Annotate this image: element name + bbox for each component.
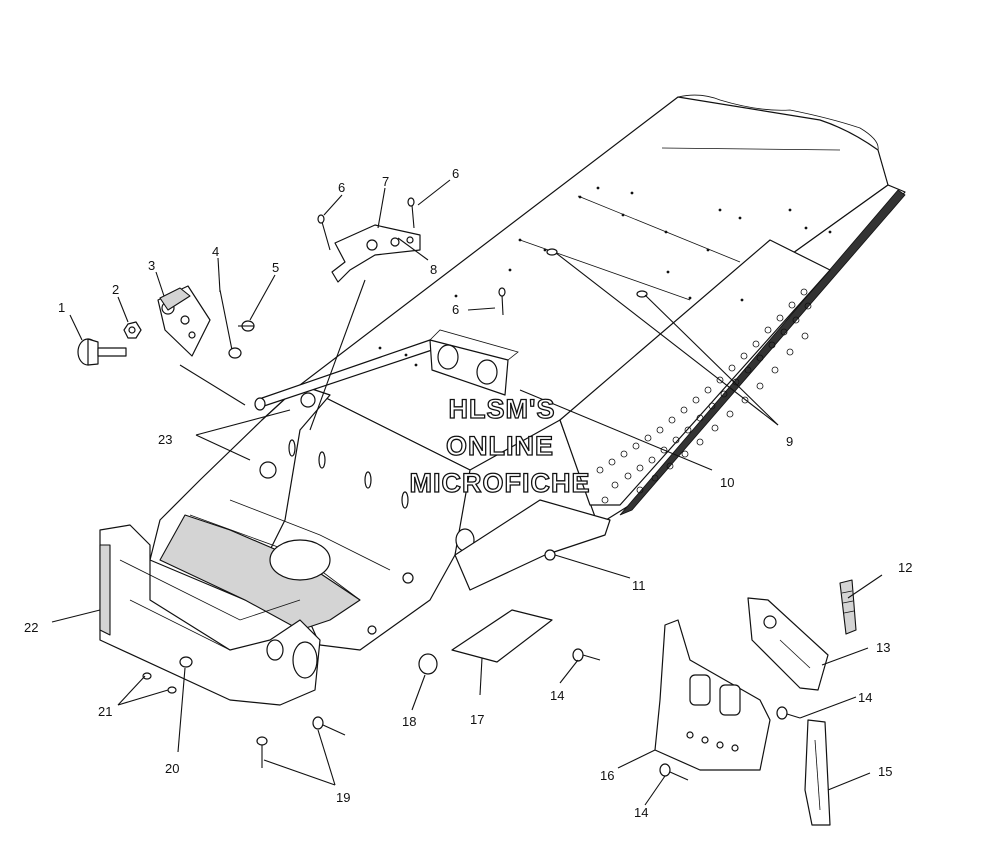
part-1-bolt <box>77 338 127 366</box>
callout-8: 8 <box>430 262 437 277</box>
callout-6-right: 6 <box>452 166 459 181</box>
callout-11: 11 <box>632 578 646 593</box>
part-13-cover <box>747 597 829 691</box>
part-20-clip <box>179 656 193 668</box>
watermark: HLSM'S ONLINE MICROFICHE <box>409 393 591 498</box>
part-4-screw <box>219 289 242 359</box>
part-14-bolt-a <box>572 648 601 662</box>
part-7-bracket <box>331 224 421 283</box>
callout-23: 23 <box>158 432 172 447</box>
callout-6-left: 6 <box>338 180 345 195</box>
callout-5: 5 <box>272 260 279 275</box>
callout-22: 22 <box>24 620 38 635</box>
callout-19: 19 <box>336 790 350 805</box>
watermark-line-1: HLSM'S <box>449 394 556 424</box>
callout-1: 1 <box>58 300 65 315</box>
callout-17: 17 <box>470 712 484 727</box>
callout-14-b: 14 <box>858 690 872 705</box>
leader-lines <box>51 179 883 806</box>
callout-15: 15 <box>878 764 892 779</box>
part-6-pin-right <box>407 197 415 229</box>
callout-13: 13 <box>876 640 890 655</box>
callout-6-middle: 6 <box>452 302 459 317</box>
callout-12: 12 <box>898 560 912 575</box>
part-21-plugs <box>142 672 177 694</box>
part-17-plate <box>451 609 553 663</box>
part-15-bracket <box>804 719 831 826</box>
callout-21: 21 <box>98 704 112 719</box>
watermark-line-3: MICROFICHE <box>410 468 591 498</box>
callout-10: 10 <box>720 475 734 490</box>
part-6-pin-left <box>317 214 331 251</box>
part-3-mount-bracket <box>157 285 211 357</box>
part-23-rivets <box>288 439 409 509</box>
callout-9: 9 <box>786 434 793 449</box>
callout-labels: 1 2 3 4 5 6 6 6 7 8 9 10 11 12 13 14 14 … <box>24 166 912 820</box>
part-2-nut <box>123 321 142 339</box>
callout-16: 16 <box>600 768 614 783</box>
callout-14-c: 14 <box>634 805 648 820</box>
callout-18: 18 <box>402 714 416 729</box>
part-14-bolt-c <box>659 763 689 781</box>
watermark-line-2: ONLINE <box>446 431 554 461</box>
part-18-cap <box>418 653 438 675</box>
callout-7: 7 <box>382 174 389 189</box>
part-16-support <box>654 619 771 771</box>
part-6-pin-middle <box>498 287 506 316</box>
part-14-bolt-b <box>776 706 801 720</box>
callout-3: 3 <box>148 258 155 273</box>
exhaust-heat-shield <box>429 329 519 396</box>
part-12-strap <box>839 579 857 635</box>
callout-14-a: 14 <box>550 688 564 703</box>
part-19-screws <box>256 716 346 768</box>
part-5-screw <box>238 320 255 332</box>
callout-20: 20 <box>165 761 179 776</box>
callout-2: 2 <box>112 282 119 297</box>
callout-4: 4 <box>212 244 219 259</box>
